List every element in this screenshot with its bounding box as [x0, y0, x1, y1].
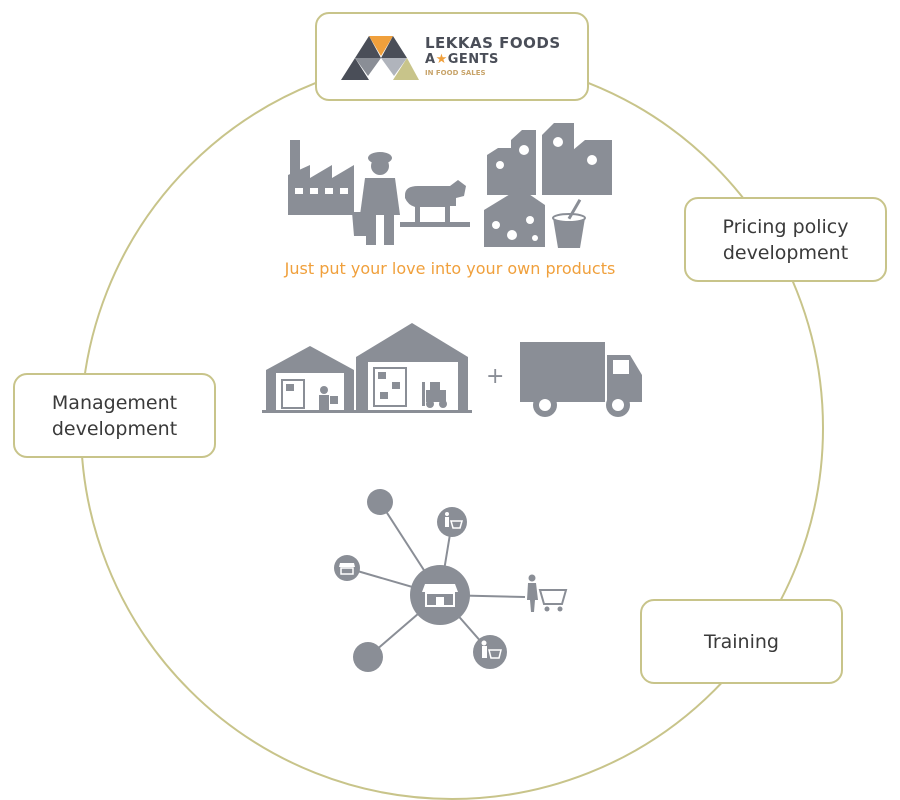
- factory-icon: [288, 140, 354, 215]
- ground-line: [262, 410, 472, 413]
- shopper-cart-icon: [527, 574, 568, 612]
- cow-icon: [400, 180, 470, 227]
- network-node: [353, 642, 383, 672]
- warehouse-icon: [266, 346, 354, 410]
- yogurt-icon: [552, 198, 586, 248]
- logo-subtitle-b: GENTS: [447, 52, 499, 67]
- plus-sign: +: [486, 364, 505, 389]
- truck-icon: [520, 342, 642, 417]
- management-label-line2: development: [51, 417, 178, 440]
- management-development-label: Management development: [52, 390, 177, 442]
- logo-subtitle-a: A: [425, 52, 436, 67]
- shopper-cart-icon: [473, 635, 507, 669]
- star-icon: ★: [435, 52, 448, 67]
- management-label-line1: Management: [51, 391, 178, 414]
- farmer-icon: [352, 152, 400, 245]
- cheese-icon: [484, 188, 545, 247]
- shopper-cart-icon: [437, 507, 467, 537]
- logo-text: LEKKAS FOODS A★GENTS IN FOOD SALES: [425, 34, 561, 78]
- logo-mark-icon: [341, 36, 419, 80]
- management-development-box: Management development: [13, 373, 216, 458]
- pricing-policy-box: Pricing policy development: [684, 197, 887, 282]
- logo-box: LEKKAS FOODS A★GENTS IN FOOD SALES: [315, 12, 589, 101]
- milk-carton-icon: [487, 123, 612, 195]
- logo-title: LEKKAS FOODS: [425, 34, 561, 52]
- store-icon: [334, 555, 360, 581]
- pricing-policy-label-line2: development: [722, 241, 849, 264]
- network-node: [367, 489, 393, 515]
- pricing-policy-label-line1: Pricing policy: [722, 215, 849, 238]
- pricing-policy-label: Pricing policy development: [722, 214, 848, 266]
- logo-tagline: IN FOOD SALES: [425, 69, 486, 77]
- store-icon: [410, 565, 470, 625]
- tagline: Just put your love into your own product…: [284, 259, 616, 278]
- training-label: Training: [704, 630, 779, 653]
- forklift-icon: [422, 382, 447, 408]
- warehouse-icon: [356, 323, 468, 410]
- training-box: Training: [640, 599, 843, 684]
- logo-subtitle: A★GENTS: [425, 52, 561, 68]
